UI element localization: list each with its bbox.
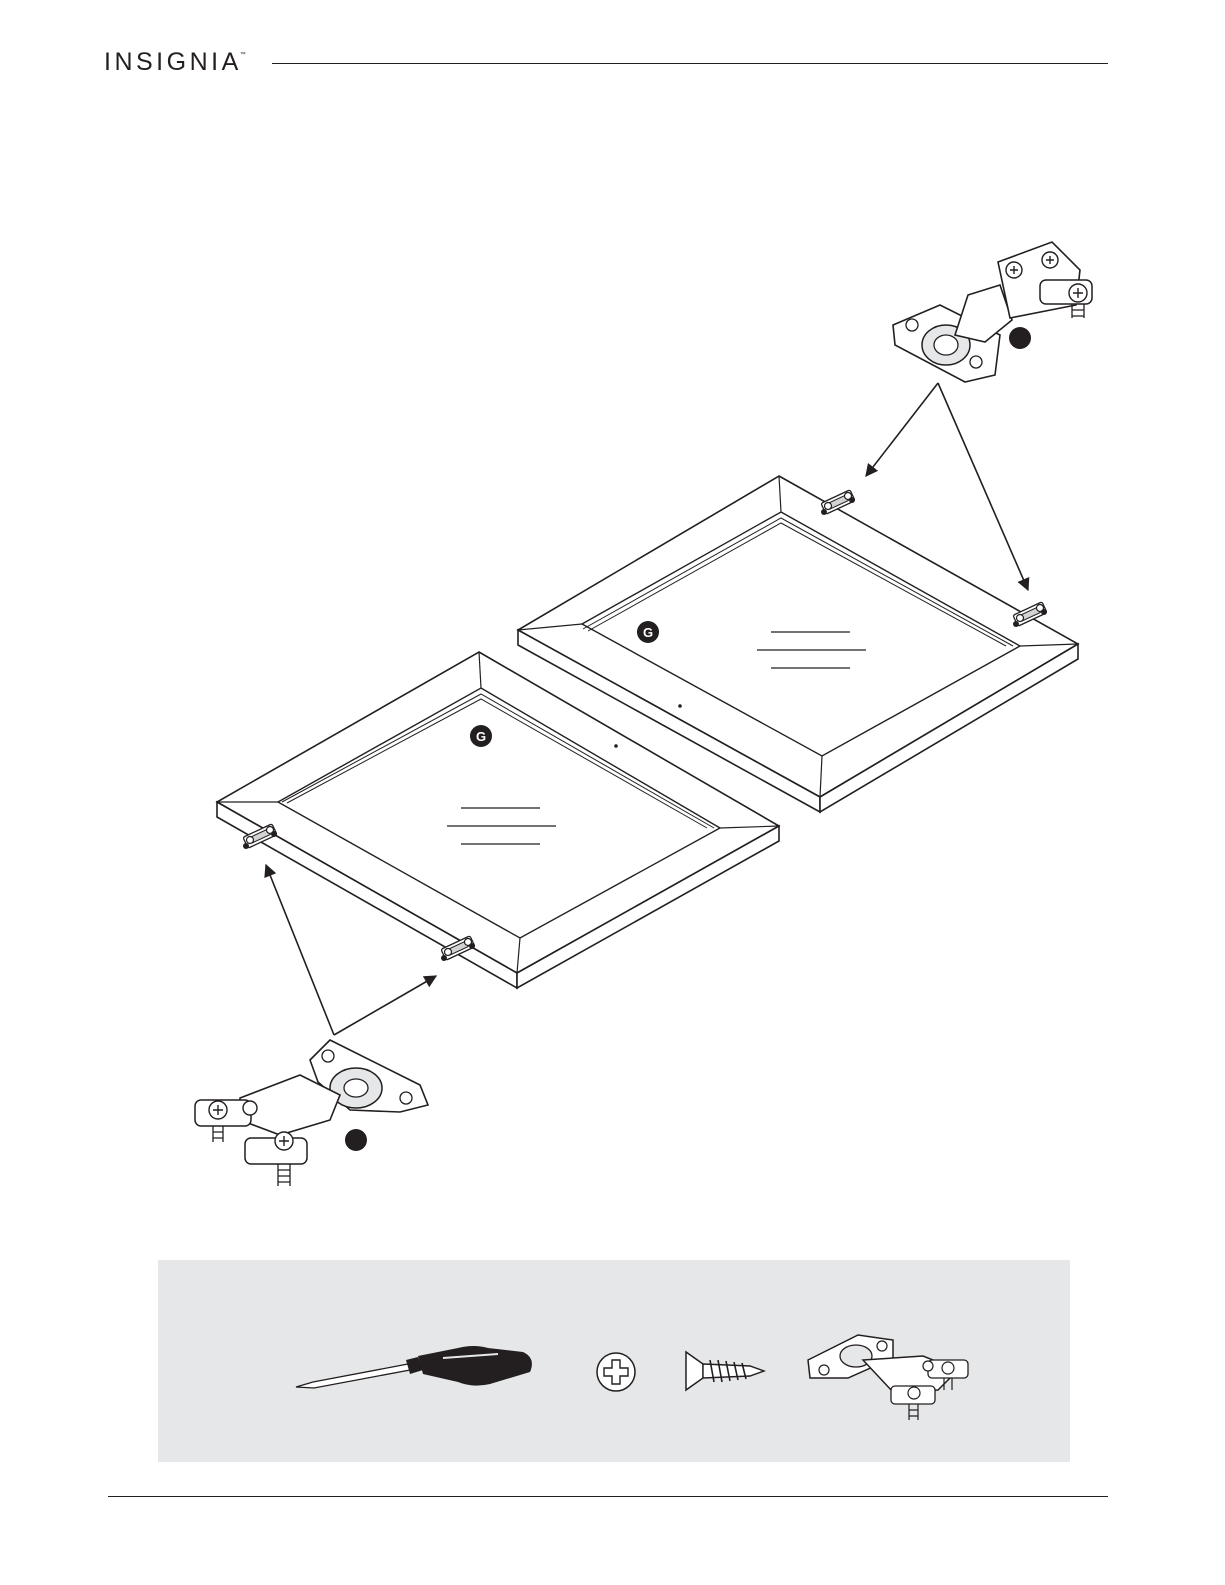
part-callout-right: G [637, 621, 659, 643]
part-callout-left-label: G [476, 729, 486, 744]
part-callout-right-label: G [643, 625, 653, 640]
tools-panel [158, 1260, 1070, 1462]
part-callout-left: G [470, 725, 492, 747]
hinge-detail-bottom [195, 1040, 428, 1186]
callout-badge-bottom [345, 1129, 367, 1151]
screwdriver-icon [296, 1346, 532, 1388]
hinge-detail-top [893, 242, 1092, 382]
footer-rule [108, 1496, 1108, 1497]
wood-screw-icon [686, 1352, 764, 1390]
phillips-head-icon [597, 1353, 635, 1391]
assembly-diagram: G G [0, 0, 1225, 1230]
callout-badge-top [1009, 327, 1031, 349]
hinge-icon [808, 1335, 968, 1420]
